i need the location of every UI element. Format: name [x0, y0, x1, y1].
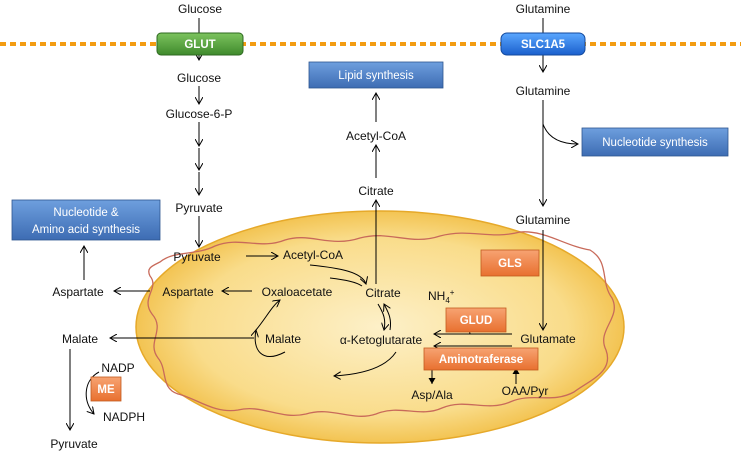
aspartate-cytosol: Aspartate [52, 285, 104, 299]
nucleotide-synthesis-box[interactable] [581, 127, 729, 157]
glutamine-near-mitochondria: Glutamine [516, 213, 571, 227]
nucleotide-synthesis-label: Nucleotide synthesis [602, 137, 708, 149]
glut-label: GLUT [184, 39, 215, 51]
glucose-intracellular: Glucose [177, 71, 221, 85]
ammonium: NH4+ [428, 288, 455, 305]
nucleotide-amino-label-line2: Amino acid synthesis [32, 224, 140, 236]
glud-enzyme[interactable] [445, 307, 507, 333]
arrow-to-oxaloacetate [255, 300, 280, 331]
me-label: ME [97, 384, 115, 396]
glut-transporter[interactable] [156, 32, 244, 56]
arrow-nadp-to-nadph [85, 371, 100, 414]
glutamine-extracellular: Glutamine [516, 2, 571, 16]
pyruvate-bottom: Pyruvate [50, 437, 98, 451]
malate-mitochondria: Malate [265, 332, 301, 346]
lipid-synthesis-box[interactable] [308, 61, 444, 89]
arrow-akg-to-malate [334, 351, 397, 376]
arrow-oaa-to-citrate [329, 277, 363, 287]
acetyl-coa-cytosol: Acetyl-CoA [346, 129, 406, 143]
aminotransferase-enzyme[interactable] [423, 347, 539, 371]
citrate-mitochondria: Citrate [365, 286, 401, 300]
arrow-citrate-to-akg [377, 303, 385, 330]
alpha-ketoglutarate: α-Ketoglutarate [340, 333, 423, 347]
ammonium-base: NH [428, 289, 445, 303]
me-enzyme[interactable] [90, 376, 122, 402]
acetyl-coa-mitochondria: Acetyl-CoA [283, 248, 343, 262]
arrow-acetylcoa-to-citrate [309, 264, 366, 284]
oxaloacetate: Oxaloacetate [262, 285, 333, 299]
pyruvate-cytosol: Pyruvate [175, 201, 223, 215]
asp-ala: Asp/Ala [411, 388, 453, 402]
malate-cytosol: Malate [62, 332, 98, 346]
ammonium-subscript: 4 [445, 296, 450, 305]
slc1a5-label: SLC1A5 [521, 39, 566, 51]
slc1a5-transporter[interactable] [500, 32, 586, 56]
glucose-extracellular: Glucose [178, 2, 222, 16]
arrow-akg-to-citrate [384, 304, 391, 331]
mitochondrion-inner-membrane [147, 231, 615, 417]
gls-label: GLS [498, 258, 522, 270]
glutamate: Glutamate [520, 332, 576, 346]
citrate-cytosol: Citrate [358, 184, 394, 198]
arrow-malate-cycle [255, 330, 286, 357]
nadp: NADP [101, 361, 134, 375]
ammonium-superscript: + [450, 288, 455, 297]
aspartate-mitochondria: Aspartate [162, 285, 214, 299]
glud-label: GLUD [460, 315, 493, 327]
nucleotide-amino-label-line1: Nucleotide & [53, 207, 119, 219]
arrow-glutamine-to-nucleotide [542, 123, 578, 144]
aminotransferase-label: Aminotraferase [439, 354, 523, 366]
oaa-pyr: OAA/Pyr [502, 384, 549, 398]
glutamine-intracellular: Glutamine [516, 84, 571, 98]
lipid-synthesis-label: Lipid synthesis [338, 70, 414, 82]
nucleotide-amino-synthesis-box[interactable] [11, 199, 161, 241]
pyruvate-mitochondria: Pyruvate [173, 250, 221, 264]
mitochondrion-outer [135, 210, 625, 444]
glucose-6-phosphate: Glucose-6-P [166, 107, 233, 121]
nadph: NADPH [103, 410, 145, 424]
gls-enzyme[interactable] [480, 249, 540, 277]
